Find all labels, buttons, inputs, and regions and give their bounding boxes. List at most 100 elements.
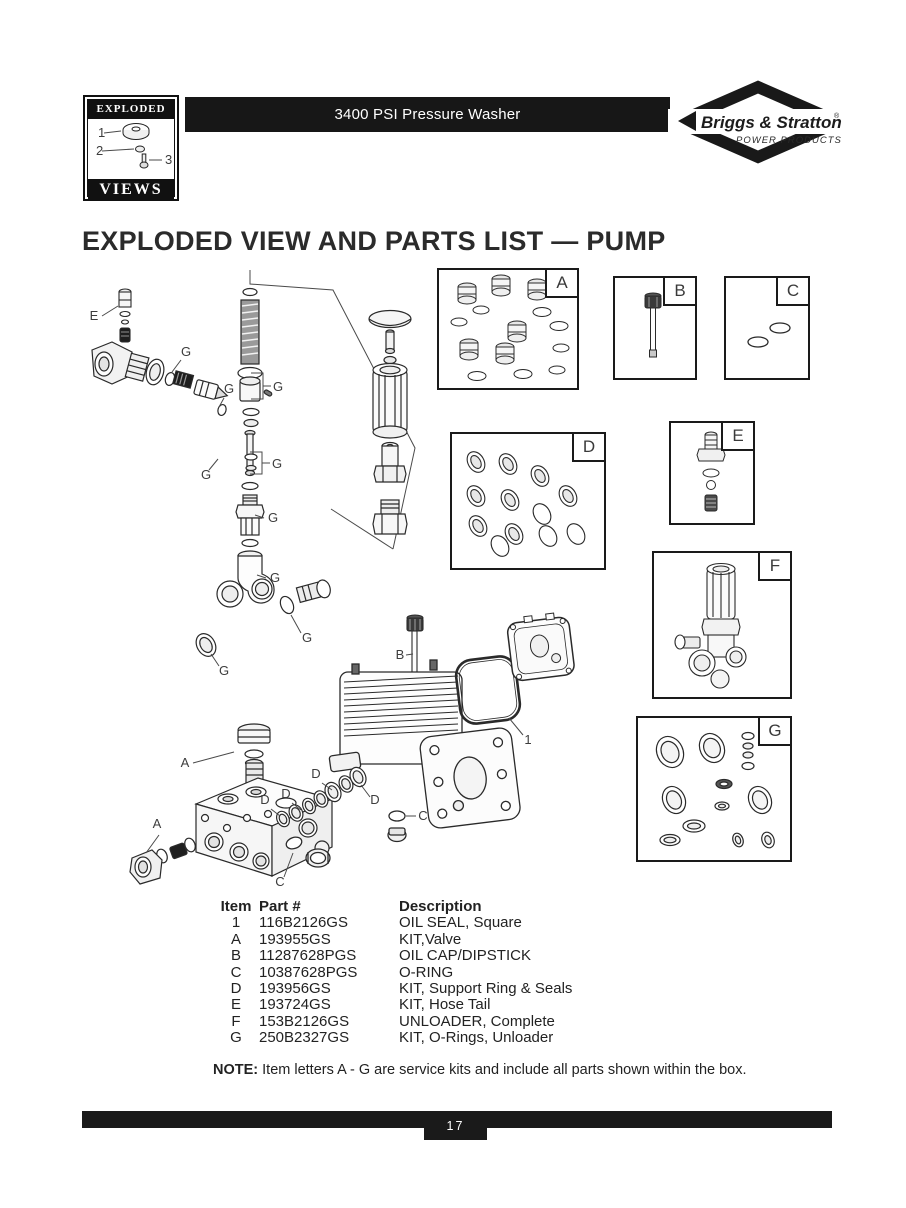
diagram-callout-label: G bbox=[270, 570, 280, 585]
diagram-callout-label: G bbox=[219, 663, 229, 678]
unloader-complete-contents bbox=[674, 562, 747, 689]
kit-boundary-lines bbox=[249, 270, 416, 550]
callout-leader-line bbox=[192, 751, 235, 764]
callout-bracket bbox=[250, 451, 270, 475]
table-cell-desc: KIT, Support Ring & Seals bbox=[399, 980, 573, 998]
support-ring-seal-chain bbox=[275, 766, 367, 828]
diagram-callout-label: D bbox=[311, 766, 320, 781]
table-cell-item: 1 bbox=[231, 914, 241, 932]
valve-kit-contents bbox=[450, 274, 570, 381]
table-cell-part: 11287628PGS bbox=[259, 947, 357, 965]
detail-box-d: D bbox=[450, 432, 606, 570]
page-number: 17 bbox=[424, 1111, 487, 1140]
table-cell-part: 153B2126GS bbox=[259, 1012, 350, 1030]
detail-box-g-label: G bbox=[758, 718, 790, 746]
brand-arrow-icon bbox=[678, 111, 696, 131]
briggs-stratton-logo: Briggs & Stratton ® POWER PRODUCTS bbox=[663, 80, 854, 164]
callout-leader-line bbox=[208, 458, 219, 471]
valve-manifold-assembly bbox=[129, 723, 334, 885]
diagram-callout-label: 1 bbox=[524, 732, 531, 747]
note-line: NOTE: Item letters A - G are service kit… bbox=[213, 1062, 793, 1078]
table-cell-desc: OIL SEAL, Square bbox=[399, 914, 522, 932]
callout-leader-line bbox=[256, 574, 267, 579]
brand-registered-mark: ® bbox=[834, 112, 840, 120]
callout-leader-line bbox=[291, 802, 302, 811]
detail-box-g: G bbox=[636, 716, 792, 862]
detail-box-f: F bbox=[652, 551, 792, 699]
diagram-callout-label: C bbox=[418, 808, 427, 823]
exploded-views-logo-bottom-word: VIEWS bbox=[88, 179, 174, 201]
product-title-bar: 3400 PSI Pressure Washer bbox=[185, 97, 670, 132]
table-cell-item: A bbox=[230, 930, 241, 948]
callout-leader-line bbox=[405, 653, 414, 656]
oring-plug-parts bbox=[285, 810, 407, 868]
callout-leader-line bbox=[210, 653, 220, 667]
diagram-callout-label: G bbox=[201, 467, 211, 482]
exploded-views-mini-diagram: 1 2 3 bbox=[88, 119, 174, 179]
oil-dipstick bbox=[406, 614, 424, 682]
callout-leader-line bbox=[360, 784, 371, 798]
parts-table-header-desc: Description bbox=[399, 898, 482, 915]
detail-box-f-label: F bbox=[758, 553, 790, 581]
hose-tail-kit-contents bbox=[696, 431, 726, 512]
diagram-callout-label: G bbox=[268, 510, 278, 525]
table-cell-desc: OIL CAP/DIPSTICK bbox=[399, 947, 531, 965]
hose-tail-kit-parts bbox=[118, 288, 132, 343]
square-oil-seal bbox=[454, 655, 522, 725]
table-cell-item: C bbox=[230, 963, 242, 981]
page-title: EXPLODED VIEW AND PARTS LIST — PUMP bbox=[82, 226, 666, 256]
table-cell-item: E bbox=[230, 996, 241, 1014]
table-cell-part: 193956GS bbox=[259, 980, 331, 998]
detail-box-a: A bbox=[437, 268, 579, 390]
table-cell-part: 250B2327GS bbox=[259, 1029, 350, 1047]
callout-leader-line bbox=[171, 359, 182, 373]
callout-bracket bbox=[251, 372, 271, 400]
support-ring-seal-contents bbox=[466, 451, 586, 557]
diagram-callout-label: D bbox=[370, 792, 379, 807]
table-cell-item: F bbox=[231, 1012, 241, 1030]
diagram-callout-label: G bbox=[302, 630, 312, 645]
callout-leader-line bbox=[290, 614, 302, 634]
diagram-callout-label: B bbox=[396, 647, 405, 662]
parts-table-header-item: Item bbox=[220, 898, 252, 915]
table-cell-desc: KIT, O-Rings, Unloader bbox=[399, 1029, 554, 1047]
diagram-callout-label: C bbox=[275, 874, 284, 889]
exploded-views-logo-top-word: EXPLODED bbox=[88, 100, 174, 119]
rear-cover-plate bbox=[506, 612, 575, 682]
mini-callout-1: 1 bbox=[98, 125, 105, 140]
table-cell-part: 193724GS bbox=[259, 996, 331, 1014]
table-cell-part: 10387628PGS bbox=[259, 963, 358, 981]
callout-leader-line bbox=[218, 397, 225, 408]
callout-leader-line bbox=[508, 717, 524, 736]
brand-name: Briggs & Stratton bbox=[701, 113, 842, 132]
diagram-callout-label: G bbox=[273, 379, 283, 394]
unloader-knob-assembly bbox=[368, 309, 412, 535]
diagram-callout-label: G bbox=[272, 456, 282, 471]
diagram-callout-label: G bbox=[224, 381, 234, 396]
exploded-views-logo: EXPLODED 1 bbox=[83, 95, 179, 201]
detail-box-e: E bbox=[669, 421, 755, 525]
callout-leader-line bbox=[321, 782, 333, 791]
parts-table-header-part: Part # bbox=[259, 898, 301, 915]
detail-box-d-label: D bbox=[572, 434, 604, 462]
detail-box-c-label: C bbox=[776, 278, 808, 306]
parts-table: Item Part # Description 1 116B2126GS OIL… bbox=[215, 898, 573, 1047]
table-cell-desc: KIT, Hose Tail bbox=[399, 996, 491, 1014]
unloader-exploded-chain bbox=[195, 287, 331, 657]
callout-leader-line bbox=[270, 808, 281, 817]
table-cell-desc: KIT,Valve bbox=[399, 930, 462, 948]
table-cell-part: 116B2126GS bbox=[259, 914, 348, 932]
table-cell-part: 193955GS bbox=[259, 930, 331, 948]
callout-leader-line bbox=[283, 852, 294, 878]
table-cell-desc: UNLOADER, Complete bbox=[399, 1012, 555, 1030]
callout-leader-line bbox=[254, 514, 265, 519]
detail-box-a-label: A bbox=[545, 270, 577, 298]
inlet-fitting-chain bbox=[91, 341, 229, 417]
mini-exploded-diagram: 1 2 3 bbox=[96, 123, 172, 169]
mini-callout-3: 3 bbox=[165, 152, 172, 167]
diagram-callout-label: G bbox=[181, 344, 191, 359]
brand-tagline: POWER PRODUCTS bbox=[736, 135, 842, 146]
